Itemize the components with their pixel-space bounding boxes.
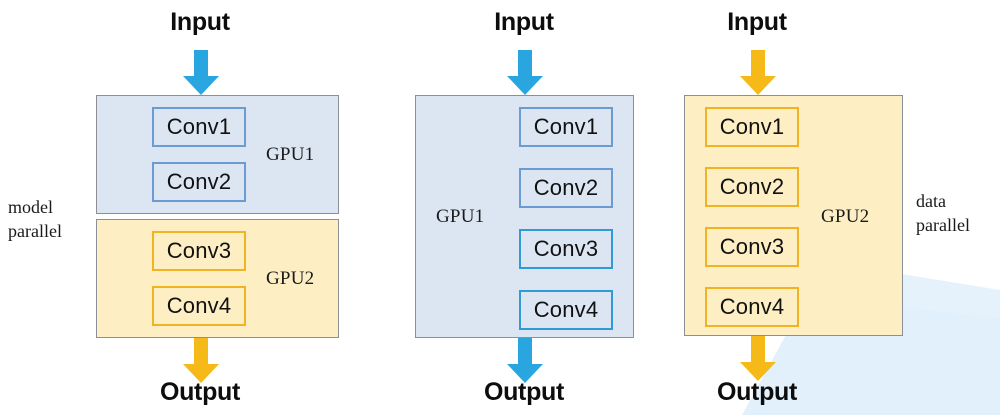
conv-box-conv1[interactable]: Conv1 (519, 107, 613, 147)
gpu-label-gpu2: GPU2 (821, 206, 870, 227)
output-arrow-data-parallel-gpu1 (507, 338, 543, 383)
input-label-model-parallel: Input (170, 8, 230, 36)
gpu-panel-data-parallel-gpu2: Conv1 Conv2 Conv3 Conv4 GPU2 (684, 95, 903, 336)
output-label-model-parallel: Output (159, 378, 241, 406)
input-arrow-data-parallel-gpu1 (507, 50, 543, 95)
conv-box-conv1[interactable]: Conv1 (705, 107, 799, 147)
conv-box-conv3[interactable]: Conv3 (519, 229, 613, 269)
gpu-panel-model-parallel-gpu2: Conv3 Conv4 GPU2 (96, 219, 339, 338)
conv-box-conv4[interactable]: Conv4 (519, 290, 613, 330)
output-label-data-parallel-gpu1: Output (483, 378, 565, 406)
conv-box-conv2[interactable]: Conv2 (519, 168, 613, 208)
output-arrow-model-parallel (183, 338, 219, 383)
caption-data-parallel: data parallel (916, 191, 970, 235)
gpu-label-gpu1: GPU1 (436, 206, 485, 227)
gpu-label-gpu1: GPU1 (266, 144, 315, 165)
conv-box-conv1[interactable]: Conv1 (152, 107, 246, 147)
conv-box-conv4[interactable]: Conv4 (705, 287, 799, 327)
output-arrow-data-parallel-gpu2 (740, 336, 776, 381)
conv-box-conv2[interactable]: Conv2 (705, 167, 799, 207)
conv-box-conv4[interactable]: Conv4 (152, 286, 246, 326)
output-label-data-parallel-gpu2: Output (716, 378, 798, 406)
input-arrow-data-parallel-gpu2 (740, 50, 776, 95)
gpu-panel-model-parallel-gpu1: Conv1 Conv2 GPU1 (96, 95, 339, 214)
gpu-panel-data-parallel-gpu1: Conv1 Conv2 Conv3 Conv4 GPU1 (415, 95, 634, 338)
conv-box-conv3[interactable]: Conv3 (152, 231, 246, 271)
input-arrow-model-parallel (183, 50, 219, 95)
conv-box-conv3[interactable]: Conv3 (705, 227, 799, 267)
gpu-label-gpu2: GPU2 (266, 268, 315, 289)
input-label-data-parallel-gpu2: Input (727, 8, 787, 36)
input-label-data-parallel-gpu1: Input (494, 8, 554, 36)
conv-box-conv2[interactable]: Conv2 (152, 162, 246, 202)
caption-model-parallel: model parallel (8, 197, 62, 241)
